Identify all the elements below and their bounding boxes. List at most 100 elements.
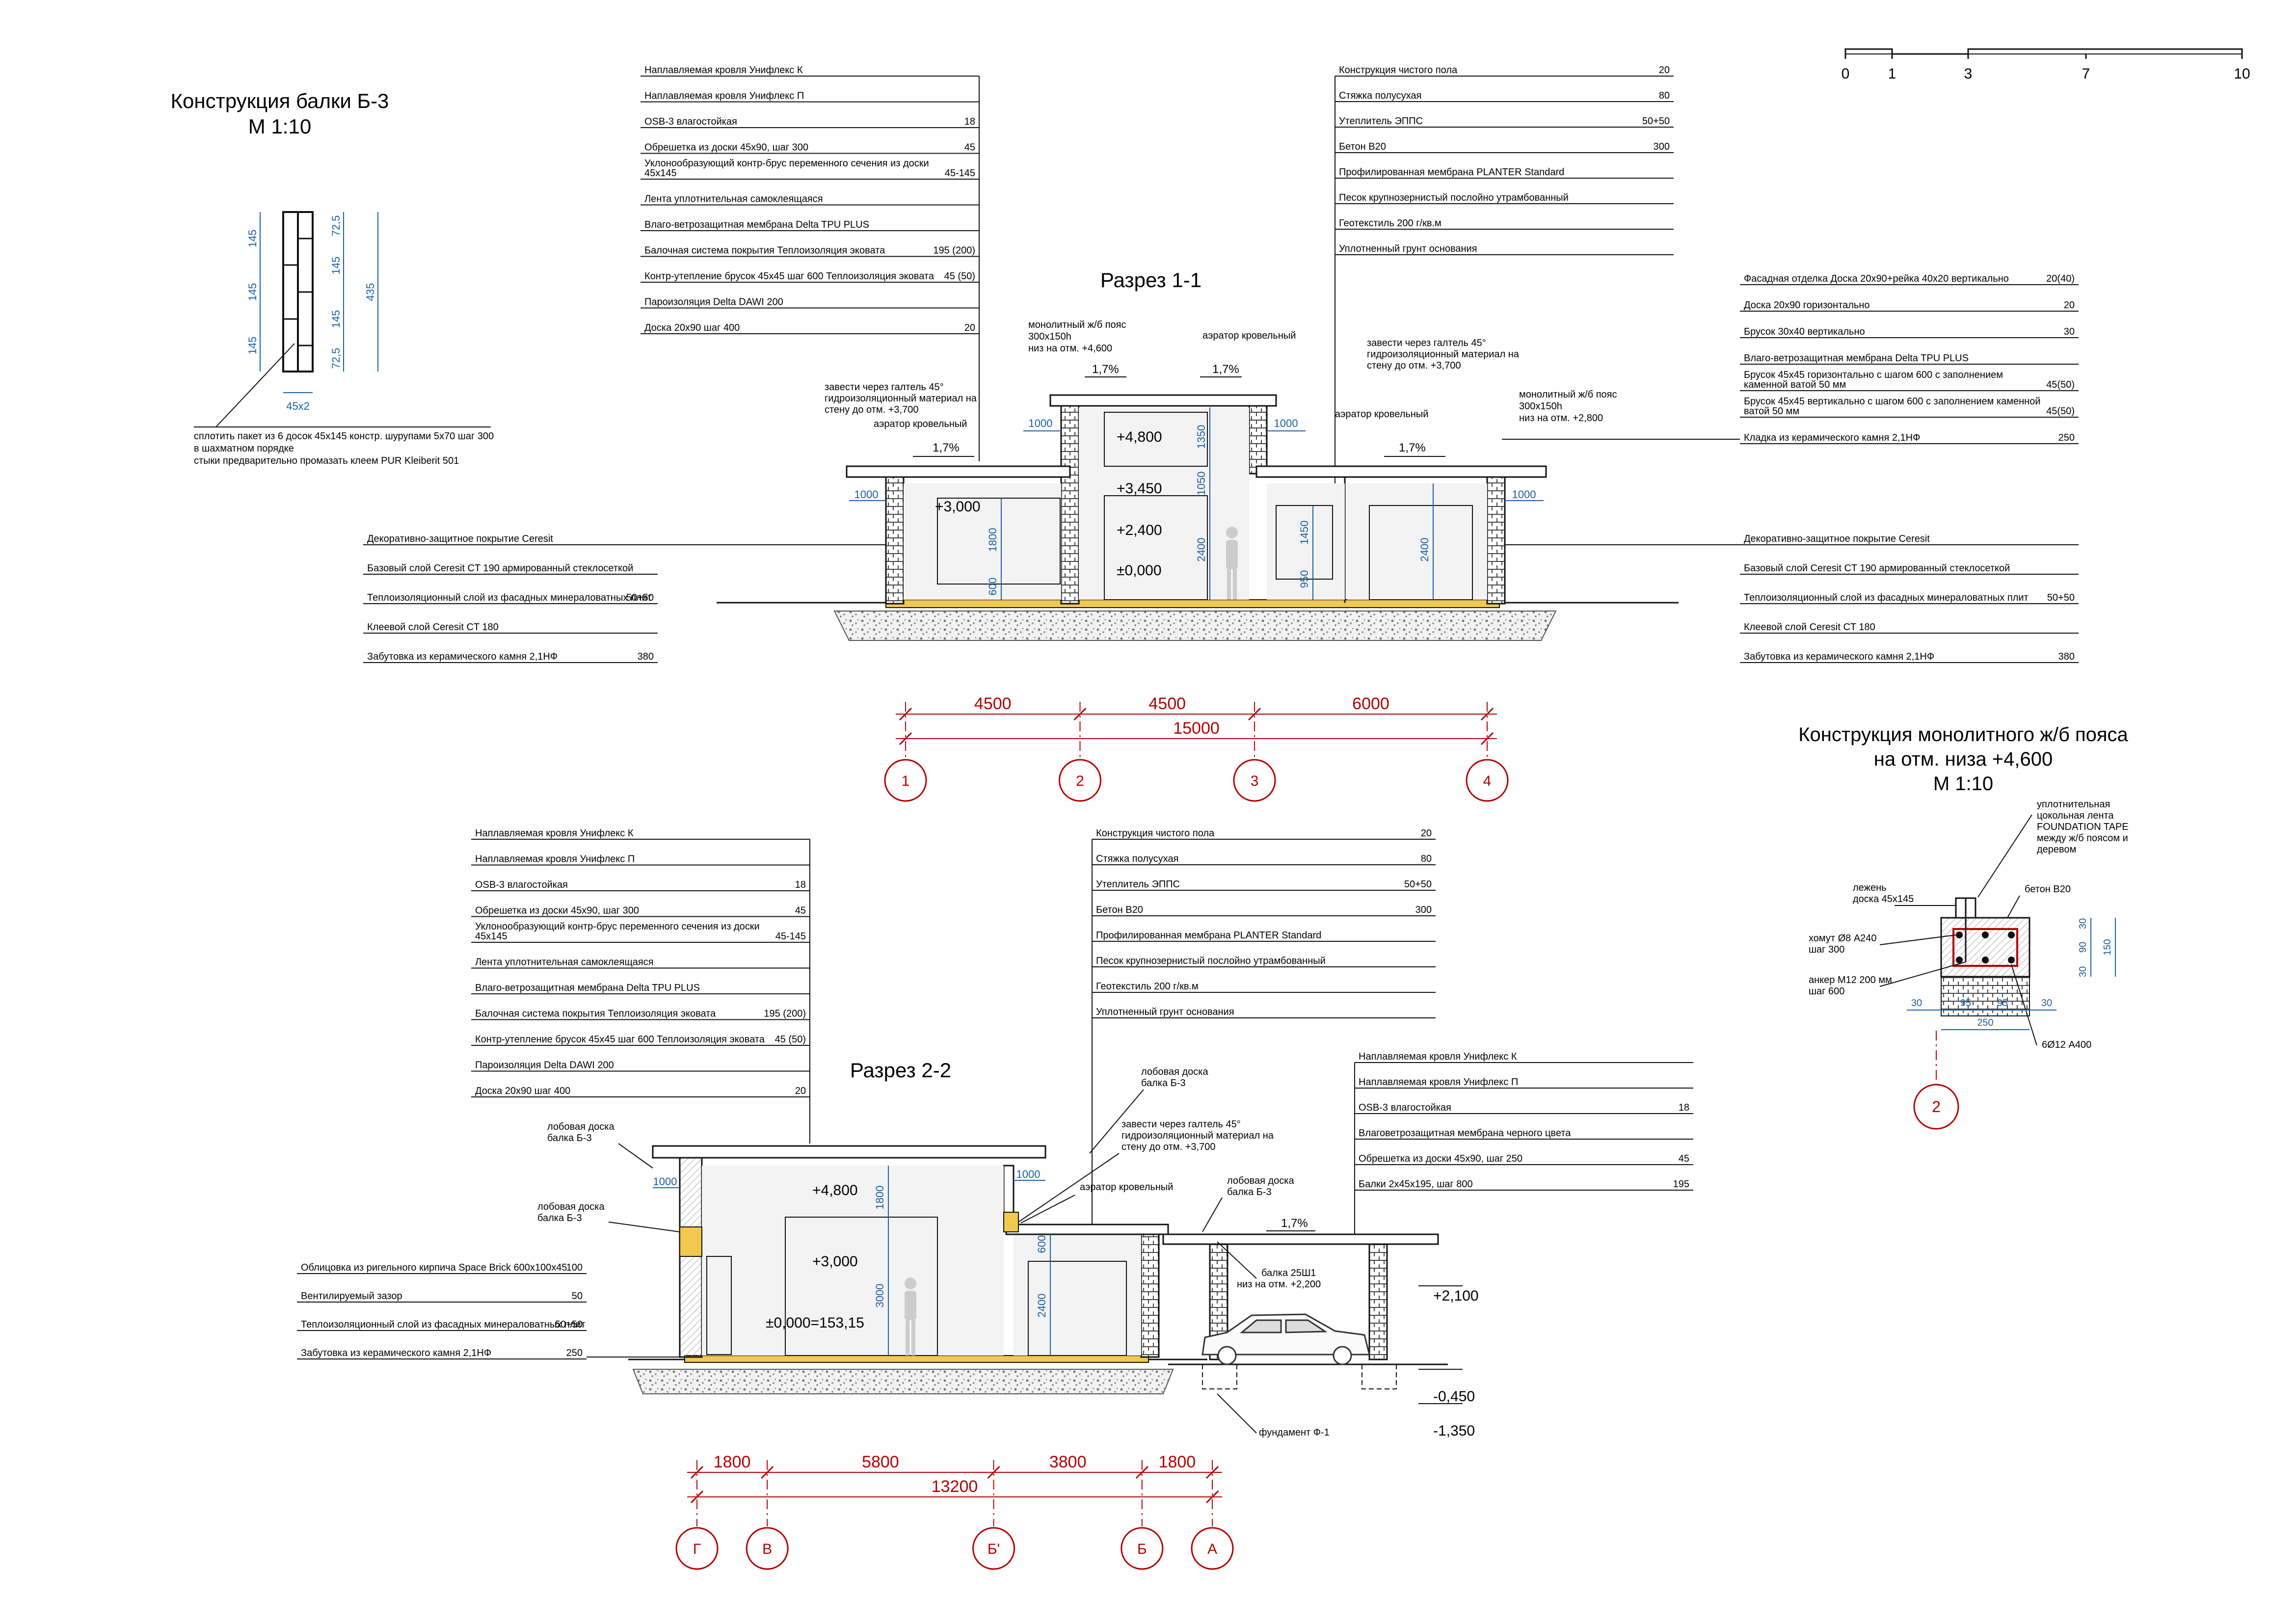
s1-floor-layer-3: Бетон В20: [1339, 141, 1386, 152]
belt-dim-v-1: 30: [2078, 918, 2088, 929]
s2-canopy-value-4: 45: [1679, 1153, 1689, 1164]
s1-level-3000: +3,000: [935, 499, 981, 515]
s1-dim-axis-bubble-1: [1059, 759, 1101, 802]
section1-wall-3: [1248, 401, 1268, 475]
s2-note-board2-1: лобовая доска: [537, 1201, 605, 1212]
s1-height-1800: 1800: [987, 528, 999, 552]
s2-dim-axis-1: В: [762, 1541, 772, 1557]
s2-wall-value-2: 50+50: [555, 1319, 583, 1330]
section2-roof-low: [1005, 1224, 1169, 1235]
s1-height-2400: 2400: [1195, 538, 1207, 562]
s2-floor-layer-6: Геотекстиль 200 г/кв.м: [1096, 981, 1199, 992]
s2-floor-layer-0: Конструкция чистого пола: [1096, 828, 1215, 839]
s2-note-beam-1: балка 25Ш1: [1261, 1268, 1316, 1278]
belt-dim-h-5: 250: [1977, 1017, 1993, 1028]
s1-facade-layer-4-line-1: каменной ватой 50 мм: [1744, 379, 1846, 390]
s1-level-4800: +4,800: [1117, 429, 1162, 445]
s1-roof-layer-3: Обрешетка из доски 45х90, шаг 300: [644, 142, 808, 153]
s1-facade-value-2: 30: [2064, 326, 2075, 337]
section2-roof-legend: Наплавляемая кровля Унифлекс КНаплавляем…: [471, 828, 810, 1144]
beam-note-3: стыки предварительно промазать клеем PUR…: [194, 455, 459, 466]
s2-level-2100: +2,100: [1433, 1288, 1479, 1304]
s1-height-1350: 1350: [1195, 425, 1207, 449]
s2-overhang-2: 1000: [1016, 1168, 1041, 1180]
section2-gravel: [632, 1369, 1174, 1394]
belt-dim-h-4: 30: [2041, 998, 2052, 1009]
s1-plinth-left-layer-0: Декоративно-защитное покрытие Ceresit: [367, 533, 553, 544]
beam-dim-right-1: 72,5: [330, 215, 342, 237]
s1-floor-layer-7: Уплотненный грунт основания: [1339, 243, 1477, 254]
section2-roof-main: [652, 1145, 1046, 1159]
section1-slab: [885, 599, 1500, 608]
section2-title: Разрез 2-2: [850, 1059, 951, 1082]
s2-roof-layer-1: Наплавляемая кровля Унифлекс П: [475, 854, 635, 865]
s2-roof-value-4: 45-145: [775, 931, 806, 942]
section1-roof-high: [1049, 394, 1277, 407]
s1-roof-layer-0: Наплавляемая кровля Унифлекс К: [644, 65, 803, 76]
scale-tick-3: 3: [1964, 66, 1973, 82]
belt-dim-h-2: 95: [1960, 998, 1971, 1009]
s2-canopy-layer-2: OSB-3 влагостойкая: [1359, 1102, 1451, 1113]
s1-floor-layer-5: Песок крупнозернистый послойно утрамбова…: [1339, 192, 1569, 203]
s2-roof-layer-5: Лента уплотнительная самоклеящаяся: [475, 957, 654, 968]
beam-scale: М 1:10: [248, 115, 311, 138]
s2-note-board4-1: лобовая доска: [1227, 1175, 1294, 1186]
s1-dim-axis-1: 2: [1076, 773, 1084, 789]
s2-dim-span-3: 1800: [1159, 1453, 1196, 1471]
s1-dim-total: 15000: [1173, 719, 1220, 738]
s1-note-belt2-1: монолитный ж/б пояс: [1519, 389, 1617, 400]
belt-note-stirrup-2: шаг 300: [1809, 944, 1844, 955]
s2-floor-layer-2: Утеплитель ЭППС: [1096, 879, 1180, 890]
beam-note-1: сплотить пакет из 6 досок 45х145 констр.…: [194, 431, 494, 442]
beam-title: Конструкция балки Б-3: [171, 89, 389, 112]
section1-title: Разрез 1-1: [1100, 268, 1201, 292]
belt-title-1: Конструкция монолитного ж/б пояса: [1798, 724, 2128, 745]
s1-note-aerator-2: аэратор кровельный: [874, 419, 967, 429]
scale-tick-0: 0: [1842, 66, 1850, 82]
s1-height-950: 950: [1298, 570, 1310, 588]
s2-note-gutter-2: гидроизоляционный материал на: [1121, 1130, 1274, 1141]
beam-dim-right-3: 145: [330, 310, 342, 328]
s2-dim-axis-bubble-2: [972, 1527, 1015, 1570]
beam-dim-left-2: 145: [246, 283, 259, 301]
s1-roof-layer-7: Балочная система покрытия Теплоизоляция …: [644, 245, 885, 256]
s1-floor-value-3: 300: [1654, 141, 1670, 152]
s1-floor-layer-6: Геотекстиль 200 г/кв.м: [1339, 218, 1442, 229]
s2-floor-layer-7: Уплотненный грунт основания: [1096, 1007, 1234, 1017]
s1-facade-layer-5-line-1: ватой 50 мм: [1744, 406, 1799, 417]
s2-canopy-layer-4: Обрешетка из доски 45х90, шаг 250: [1359, 1153, 1522, 1164]
belt-note-tape-3: FOUNDATION TAPE: [2037, 822, 2129, 832]
canopy-column-right: [1368, 1243, 1388, 1360]
s1-note-belt-3: низ на отм. +4,600: [1028, 343, 1112, 354]
s2-floor-value-1: 80: [1421, 853, 1432, 864]
s2-wall-layer-2: Теплоизоляционный слой из фасадных минер…: [301, 1319, 586, 1330]
s1-height-600: 600: [987, 578, 999, 596]
s1-level-0000: ±0,000: [1117, 562, 1162, 579]
s2-wall-value-0: 100: [566, 1262, 583, 1273]
s2-floor-value-2: 50+50: [1404, 879, 1432, 890]
s2-wall-value-3: 250: [566, 1348, 583, 1358]
car-silhouette: [1201, 1313, 1370, 1365]
beam-dim-right-4: 72,5: [330, 348, 342, 369]
s1-roof-layer-1: Наплавляемая кровля Унифлекс П: [644, 91, 804, 102]
belt-note-tape-1: уплотнительная: [2037, 799, 2110, 810]
s1-plinth-left-layer-3: Клеевой слой Ceresit CT 180: [367, 622, 499, 633]
s2-dim-axis-bubble-1: [746, 1527, 789, 1570]
s1-roof-value-10: 20: [964, 322, 975, 333]
s1-roof-value-3: 45: [964, 142, 975, 153]
s1-plinth-right-layer-4: Забутовка из керамического камня 2,1НФ: [1744, 651, 1934, 662]
s2-dim-span-0: 1800: [714, 1453, 751, 1471]
scale-tick-7: 7: [2082, 66, 2090, 82]
beam-dim-left-3: 145: [246, 337, 259, 355]
belt-note-anchor-2: шаг 600: [1809, 986, 1844, 997]
s1-plinth-left-layer-1: Базовый слой Ceresit CT 190 армированный…: [367, 563, 633, 574]
section1-wall-left: [885, 473, 905, 605]
s1-overhang-3: 1000: [854, 488, 879, 501]
belt-note-stirrup-1: хомут Ø8 А240: [1809, 933, 1877, 944]
s1-roof-value-8: 45 (50): [944, 271, 975, 282]
s2-slope: 1,7%: [1281, 1217, 1308, 1230]
s1-slope-2: 1,7%: [1212, 363, 1239, 376]
s2-floor-layer-3: Бетон В20: [1096, 905, 1143, 915]
